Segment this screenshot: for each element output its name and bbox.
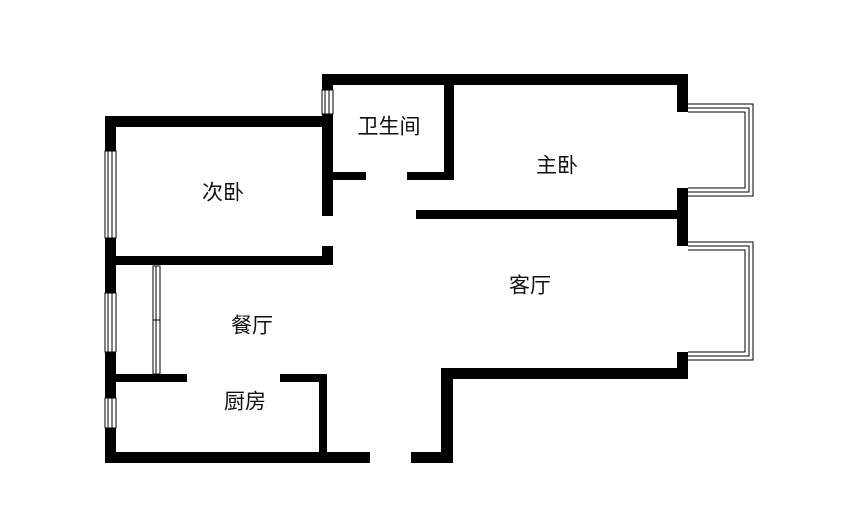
room-label-kitchen: 厨房 bbox=[224, 390, 266, 414]
wall-master-bottom bbox=[416, 210, 688, 219]
wall-second-bottom-stub bbox=[322, 246, 333, 265]
wall-left-top bbox=[105, 116, 116, 151]
room-label-master-bedroom: 主卧 bbox=[536, 154, 578, 178]
window-second-bedroom bbox=[104, 150, 117, 239]
wall-bottom-right bbox=[411, 452, 453, 463]
wall-bottom-left bbox=[105, 452, 370, 463]
room-labels: 卫生间 主卧 次卧 客厅 餐厅 厨房 bbox=[202, 115, 578, 414]
wall-kitchen-right bbox=[319, 374, 327, 454]
windows bbox=[104, 89, 754, 429]
wall-top bbox=[322, 74, 688, 85]
sliding-door-dining bbox=[152, 265, 161, 375]
wall-kitchen-top-left bbox=[105, 374, 187, 382]
wall-master-right-top bbox=[677, 74, 688, 112]
wall-bath-bottom-right bbox=[407, 172, 454, 180]
wall-living-right-bottom bbox=[677, 352, 688, 376]
bay-window-living bbox=[688, 241, 754, 361]
wall-living-bottom bbox=[441, 368, 688, 379]
room-label-dining-room: 餐厅 bbox=[231, 314, 273, 338]
walls bbox=[105, 74, 688, 463]
bay-window-master bbox=[688, 103, 754, 197]
room-label-bathroom: 卫生间 bbox=[358, 115, 421, 139]
window-kitchen bbox=[104, 397, 117, 429]
wall-left-mid bbox=[105, 238, 116, 293]
wall-bath-left bbox=[322, 114, 333, 216]
wall-bath-bottom-left bbox=[333, 172, 366, 180]
wall-bath-right bbox=[444, 85, 454, 180]
wall-living-step-vertical bbox=[441, 368, 453, 463]
window-bath-top-left bbox=[321, 89, 334, 115]
window-dining bbox=[104, 292, 117, 353]
wall-kitchen-top-right bbox=[280, 374, 327, 382]
room-label-living-room: 客厅 bbox=[509, 274, 551, 298]
wall-second-bottom bbox=[105, 256, 333, 265]
room-label-second-bedroom: 次卧 bbox=[202, 181, 244, 205]
wall-left-bottom bbox=[105, 428, 116, 463]
wall-second-top bbox=[105, 116, 333, 127]
